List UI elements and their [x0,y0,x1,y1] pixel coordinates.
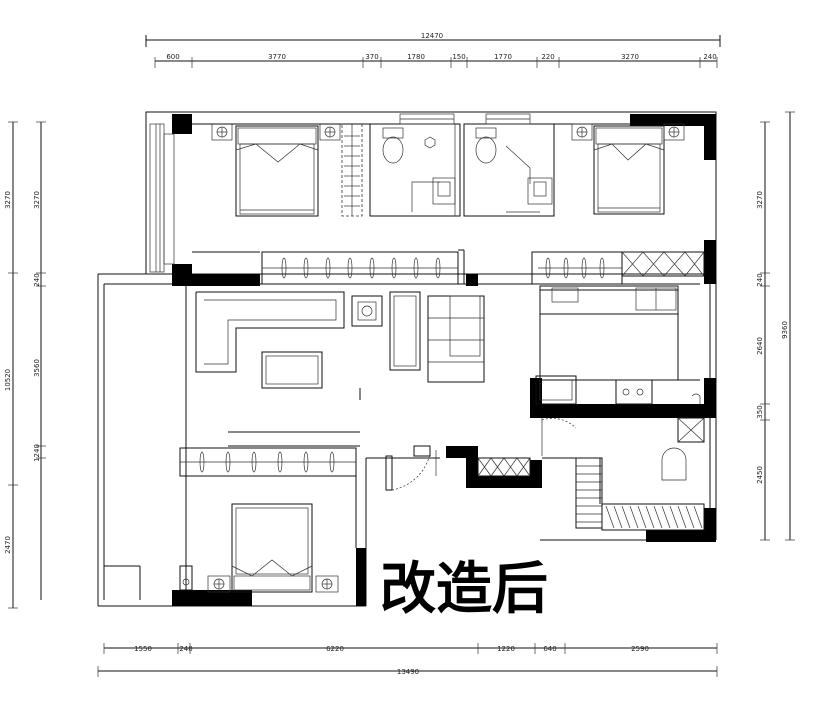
right-inner-dimension: 240 [756,273,764,286]
top-segment-dimension: 3270 [621,53,639,61]
nightstand [207,575,231,593]
sofa [195,291,345,373]
coffee-table [261,351,323,389]
second-bedroom [554,123,685,215]
bottom-segment-dimension: 240 [179,645,192,653]
toilet [382,127,404,164]
bottom-segment-dimension: 6220 [326,645,344,653]
nightstand [663,123,685,141]
top-segment-dimension: 370 [365,53,378,61]
side-table [351,295,383,327]
wall-outlines [97,111,717,607]
bottom-segment-dimension: 1550 [134,645,152,653]
right-dimension-lines: 3270 240 2640 350 2450 9360 [756,111,795,541]
kitchen [535,285,701,405]
left-inner-dimension: 3270 [33,191,41,209]
top-segment-dimension: 240 [703,53,716,61]
plan-title: 改造后 [380,557,548,622]
bathroom-right [463,113,555,217]
dining-chairs [427,295,485,383]
top-segment-dimension: 1780 [407,53,425,61]
left-dimension-lines: 3270 10520 2470 3270 240 3560 1240 [4,121,46,609]
tv-cabinet [389,291,421,371]
bottom-dimension-lines: 1550 240 6220 1220 640 2590 13490 [97,643,718,677]
bottom-total-dimension: 13490 [397,668,419,676]
top-total-dimension: 12470 [421,32,443,40]
cabinet-upper-right [531,251,705,285]
top-dimension-lines: 12470 600 3770 370 1780 150 1770 220 327… [145,32,721,68]
nightstand [211,123,233,141]
master-bedroom [149,123,370,273]
left-outer-dimension: 3270 [4,191,12,209]
entrance-door [385,445,437,491]
shoe-cabinet [477,457,531,477]
top-segment-dimension: 220 [541,53,554,61]
nightstand [319,123,341,141]
wardrobe [341,123,363,217]
living-room [195,291,485,447]
bed [231,503,313,593]
right-outer-dimension: 9360 [781,321,789,339]
toilet [475,127,497,164]
bed [593,125,665,215]
solid-walls [172,114,716,606]
right-inner-dimension: 2640 [756,337,764,355]
small-bathroom [541,417,705,531]
bathroom-left [369,113,461,217]
left-outer-dimension: 10520 [4,369,12,391]
right-inner-dimension: 3270 [756,191,764,209]
left-inner-dimension: 240 [33,273,41,286]
nightstand [571,123,593,141]
bottom-segment-dimension: 640 [543,645,556,653]
wardrobe-hangers [281,257,441,279]
cabinet-upper-left [261,249,465,285]
bottom-segment-dimension: 2590 [631,645,649,653]
bed [235,125,319,217]
left-inner-dimension: 3560 [33,359,41,377]
right-inner-dimension: 350 [756,405,764,418]
top-segment-dimension: 600 [166,53,179,61]
third-bedroom [179,447,357,593]
top-segment-dimension: 3770 [268,53,286,61]
left-outer-dimension: 2470 [4,536,12,554]
bottom-segment-dimension: 1220 [497,645,515,653]
left-inner-dimension: 1240 [33,444,41,462]
nightstand [315,575,339,593]
top-segment-dimension: 1770 [494,53,512,61]
right-inner-dimension: 2450 [756,466,764,484]
top-segment-dimension: 150 [452,53,465,61]
